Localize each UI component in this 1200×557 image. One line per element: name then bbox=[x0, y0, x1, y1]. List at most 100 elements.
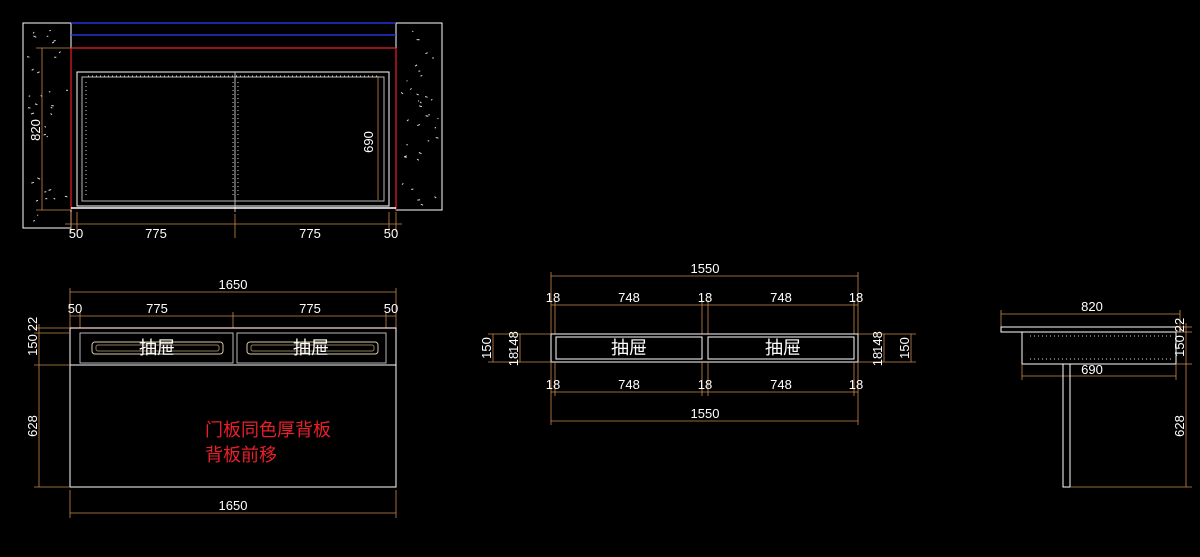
drawer-box-left bbox=[555, 336, 703, 360]
dim-1650-top: 1650 bbox=[219, 277, 248, 292]
hatch-speck bbox=[416, 158, 420, 161]
note-line-1: 门板同色厚背板 bbox=[205, 420, 331, 441]
drawer-label-right: 抽屉 bbox=[293, 338, 329, 359]
dim-1550-bottom: 1550 bbox=[691, 406, 720, 421]
hatch-speck bbox=[419, 101, 422, 104]
hatch-speck bbox=[401, 182, 404, 185]
dim-18-left: 18 bbox=[506, 352, 521, 366]
dim-148-right: 148 bbox=[870, 331, 885, 353]
hatch-speck bbox=[418, 152, 422, 155]
hatch-speck bbox=[435, 137, 439, 139]
drawer-view: 1550 18 748 18 748 18 抽屉 抽屉 150 148 18 1… bbox=[479, 261, 916, 425]
dim-820: 820 bbox=[28, 119, 43, 141]
drawer-label-left: 抽屉 bbox=[611, 338, 647, 359]
hatch-speck bbox=[49, 29, 52, 32]
dim-690: 690 bbox=[1081, 362, 1103, 377]
hatch-speck bbox=[414, 64, 418, 67]
dim-22: 22 bbox=[25, 317, 40, 331]
hatch-speck bbox=[35, 199, 39, 202]
hatch-speck bbox=[406, 143, 409, 146]
dim-150-left: 150 bbox=[479, 337, 494, 359]
hatch-speck bbox=[425, 115, 429, 117]
countertop-section bbox=[1000, 326, 1181, 333]
drawer-handle-right bbox=[246, 341, 379, 355]
cabinet-front bbox=[69, 327, 397, 488]
hatch-speck bbox=[434, 196, 437, 199]
cabinet-outline bbox=[76, 71, 390, 207]
drawer-handle-left bbox=[91, 341, 224, 355]
dim-50-left: 50 bbox=[69, 226, 83, 241]
hatch-speck bbox=[425, 52, 428, 55]
dim-150: 150 bbox=[25, 334, 40, 356]
hatch-speck bbox=[406, 119, 409, 122]
drawer-handle-right-inner bbox=[250, 344, 375, 352]
front-view: 1650 50 775 775 50 抽屉 抽屉 门板同色厚背板 背板前移 15… bbox=[25, 277, 398, 518]
hatch-speck bbox=[26, 56, 30, 58]
hatch-speck bbox=[58, 51, 61, 54]
dim-18-right: 18 bbox=[870, 352, 885, 366]
hatch-speck bbox=[430, 98, 433, 101]
hatch-speck bbox=[409, 88, 412, 90]
hatch-speck bbox=[30, 112, 35, 115]
dim-775-a: 775 bbox=[145, 226, 167, 241]
dim-18-c: 18 bbox=[849, 290, 863, 305]
dim-148-left: 148 bbox=[506, 331, 521, 353]
drawer-box bbox=[550, 333, 859, 363]
drawer-label-right: 抽屉 bbox=[765, 338, 801, 359]
hatch-speck bbox=[32, 31, 35, 34]
dim-775-a: 775 bbox=[146, 301, 168, 316]
hatch-speck bbox=[417, 123, 421, 127]
dim-748-a-bottom: 748 bbox=[618, 377, 640, 392]
dim-775-b: 775 bbox=[299, 226, 321, 241]
dim-1550-top: 1550 bbox=[691, 261, 720, 276]
hatch-speck bbox=[53, 197, 56, 200]
hatch-speck bbox=[404, 155, 407, 159]
hatch-speck bbox=[31, 68, 34, 71]
hatch-speck bbox=[46, 135, 49, 138]
dim-690: 690 bbox=[361, 131, 376, 153]
dim-775-b: 775 bbox=[299, 301, 321, 316]
dim-50-left: 50 bbox=[68, 301, 82, 316]
hatch-speck bbox=[420, 74, 423, 77]
hatch-speck bbox=[48, 90, 51, 93]
dim-748-b: 748 bbox=[770, 290, 792, 305]
dim-18-b-bottom: 18 bbox=[698, 377, 712, 392]
dim-18-a-bottom: 18 bbox=[546, 377, 560, 392]
hatch-speck bbox=[48, 188, 52, 191]
dim-22: 22 bbox=[1172, 318, 1187, 332]
hatch-speck bbox=[32, 219, 36, 222]
dim-18-b: 18 bbox=[698, 290, 712, 305]
hatch-speck bbox=[50, 106, 53, 109]
dim-18-a: 18 bbox=[546, 290, 560, 305]
drawer-handle-left-inner bbox=[95, 344, 220, 352]
drawer-section bbox=[1021, 331, 1177, 365]
hatch-speck bbox=[27, 107, 31, 109]
drawer-label-left: 抽屉 bbox=[139, 338, 175, 359]
leg-section bbox=[1062, 363, 1071, 488]
hatch-speck bbox=[427, 140, 430, 142]
note-line-2: 背板前移 bbox=[205, 445, 277, 466]
right-wall-pillar bbox=[395, 22, 443, 211]
dim-748-b-bottom: 748 bbox=[770, 377, 792, 392]
drawer-box-right bbox=[707, 336, 855, 360]
dim-748-a: 748 bbox=[618, 290, 640, 305]
hatch-speck bbox=[36, 71, 40, 74]
cabinet-inner-outline bbox=[81, 76, 385, 202]
hatch-speck bbox=[53, 39, 56, 42]
dim-820: 820 bbox=[1081, 299, 1103, 314]
hatch-speck bbox=[416, 93, 419, 96]
dim-18-c-bottom: 18 bbox=[849, 377, 863, 392]
hatch-speck bbox=[34, 103, 38, 106]
side-view: 820 690 150 22 628 bbox=[1000, 299, 1192, 488]
hatch-speck bbox=[43, 133, 47, 136]
hatch-speck bbox=[51, 41, 55, 44]
hatch-speck bbox=[33, 35, 37, 38]
hatch-speck bbox=[44, 125, 47, 128]
hatch-speck bbox=[411, 30, 414, 33]
hatch-speck bbox=[400, 92, 404, 95]
dim-50-right: 50 bbox=[384, 301, 398, 316]
dim-628: 628 bbox=[25, 415, 40, 437]
concrete-hatch bbox=[26, 29, 439, 222]
plan-view: 820 690 50 775 775 50 bbox=[22, 22, 443, 241]
